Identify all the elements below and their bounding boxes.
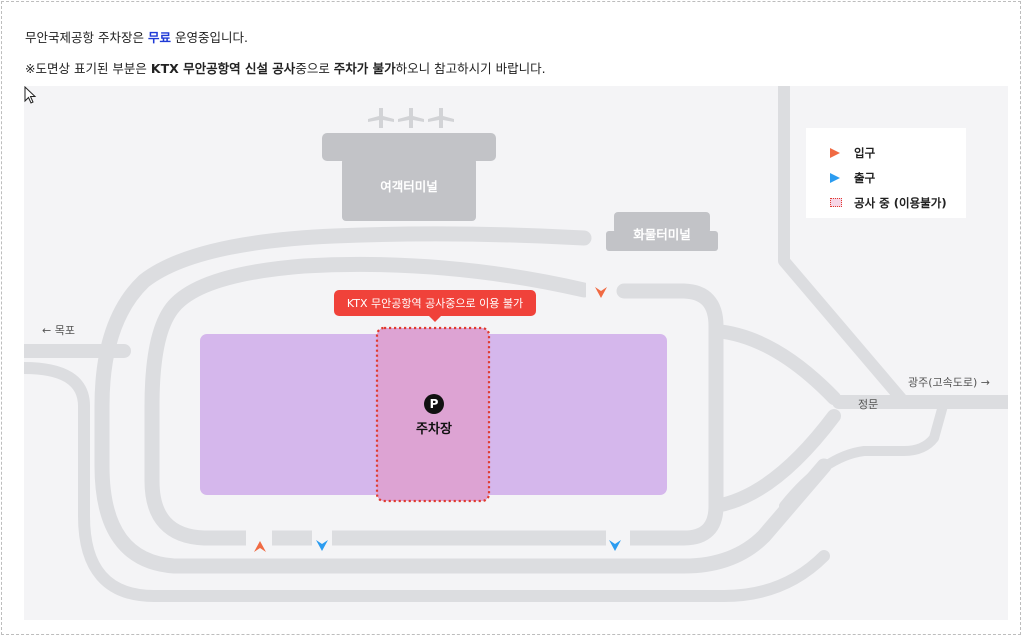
south-road	[24, 362, 830, 602]
outer-loop-road	[94, 226, 832, 574]
passenger-terminal	[342, 158, 476, 221]
entrance-arrow-icon	[830, 147, 848, 158]
connector-road	[709, 409, 841, 513]
parking-map: 여객터미널 화물터미널 ← 목포 광주(고속도로) → 정문 KTX 무안공항역…	[24, 86, 1008, 620]
airplane-icon	[368, 108, 454, 128]
road-gap	[246, 528, 272, 548]
mouse-cursor-icon	[24, 86, 37, 104]
cargo-terminal-label: 화물터미널	[633, 227, 691, 242]
connector-road	[709, 324, 841, 405]
map-drawing	[24, 86, 1008, 602]
construction-zone-icon	[830, 198, 848, 207]
legend-entrance-label: 입구	[854, 145, 876, 160]
notice-text: 중으로	[295, 61, 334, 76]
construction-tooltip: KTX 무안공항역 공사중으로 이용 불가	[334, 290, 536, 322]
construction-zone	[375, 326, 491, 503]
gwangju-label: 광주(고속도로) →	[908, 376, 991, 389]
free-parking-notice: 무안국제공항 주차장은 무료 운영중입니다.	[25, 27, 248, 46]
notice-text: 하오니 참고하시기 바랍니다.	[395, 61, 546, 76]
legend-construction: 공사 중 (이용불가)	[830, 190, 966, 215]
legend-exit: 출구	[830, 165, 966, 190]
entrance-arrow-icon	[254, 541, 266, 552]
road-gap	[312, 528, 332, 548]
construction-notice: ※도면상 표기된 부분은 KTX 무안공항역 신설 공사중으로 주차가 불가하오…	[25, 58, 546, 77]
cargo-terminal	[606, 231, 718, 251]
free-highlight: 무료	[147, 30, 171, 45]
southeast-road	[779, 397, 949, 511]
mokpo-label: ← 목포	[42, 324, 75, 337]
notice-text: 운영중입니다.	[170, 30, 248, 45]
legend-construction-label: 공사 중 (이용불가)	[854, 195, 947, 210]
notice-text: 무안국제공항 주차장은	[25, 30, 148, 45]
construction-highlight: KTX 무안공항역 신설 공사	[150, 61, 296, 76]
cargo-terminal-top	[614, 212, 710, 234]
passenger-terminal-label: 여객터미널	[380, 179, 438, 194]
no-parking-highlight: 주차가 불가	[333, 61, 396, 76]
north-road	[778, 86, 910, 408]
notice-text: ※도면상 표기된 부분은	[25, 61, 151, 76]
exit-arrow-icon	[609, 540, 621, 551]
map-legend: 입구 출구 공사 중 (이용불가)	[806, 128, 966, 218]
parking-icon: P	[424, 394, 444, 414]
legend-exit-label: 출구	[854, 170, 876, 185]
passenger-terminal-roof	[322, 133, 496, 161]
exit-arrow-icon	[316, 540, 328, 551]
exit-arrow-icon	[830, 172, 848, 183]
legend-entrance: 입구	[830, 140, 966, 165]
entrance-arrow-icon	[595, 287, 607, 298]
parking-lot-label: 주차장	[416, 422, 452, 437]
main-gate-label: 정문	[858, 398, 879, 411]
